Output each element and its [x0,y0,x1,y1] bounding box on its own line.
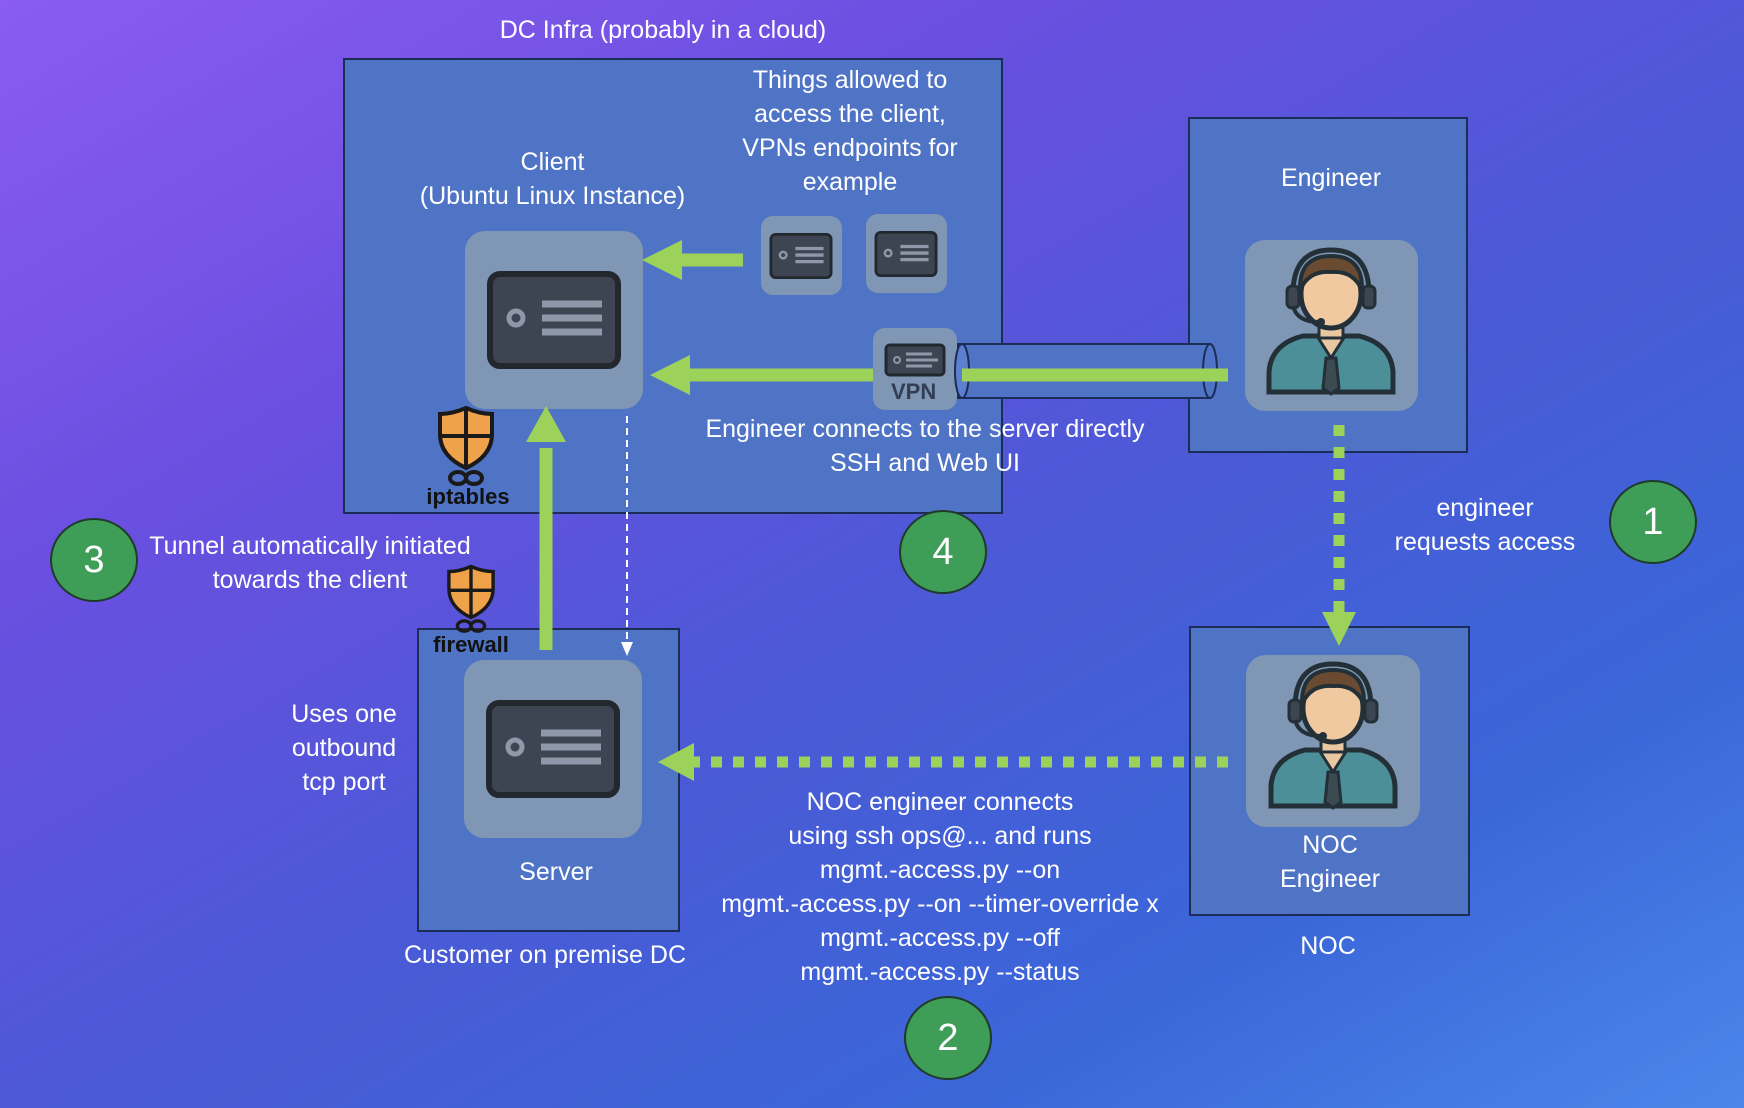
tunnel-note: Tunnel automatically initiated towards t… [149,532,471,594]
engineer-label: Engineer [1280,164,1382,192]
iptables-label: iptables [426,484,510,509]
outbound-note: Uses one outbound tcp port [291,700,397,796]
allowed-device-icon-1 [769,232,833,280]
allowed-note: Things allowed to access the client, VPN… [742,66,958,196]
vpn-device-icon [884,343,946,377]
step-badge-3: 3 [50,518,138,602]
step-badge-2: 2 [904,996,992,1080]
iptables-shield-icon [438,406,494,486]
client-server-icon [490,274,618,366]
dc-infra-title: DC Infra (probably in a cloud) [499,16,827,44]
noc-label: NOC [1300,932,1356,960]
vpn-label: VPN [891,379,937,404]
noc-engineer-icon [1271,664,1395,808]
step-badge-1: 1 [1609,480,1697,564]
noc-engineer-label: NOC Engineer [1279,831,1381,893]
engineer-request-note: engineer requests access [1394,494,1576,556]
step-badge-4: 4 [899,510,987,594]
firewall-label: firewall [433,632,509,657]
connect-note: Engineer connects to the server directly… [705,415,1145,477]
server-label: Server [519,858,593,886]
client-label: Client (Ubuntu Linux Instance) [419,148,686,210]
allowed-device-icon-2 [874,230,938,278]
customer-label: Customer on premise DC [403,941,687,969]
onprem-server-icon [489,703,617,795]
noc-commands-note: NOC engineer connects using ssh ops@... … [721,788,1159,986]
engineer-icon [1269,250,1393,394]
